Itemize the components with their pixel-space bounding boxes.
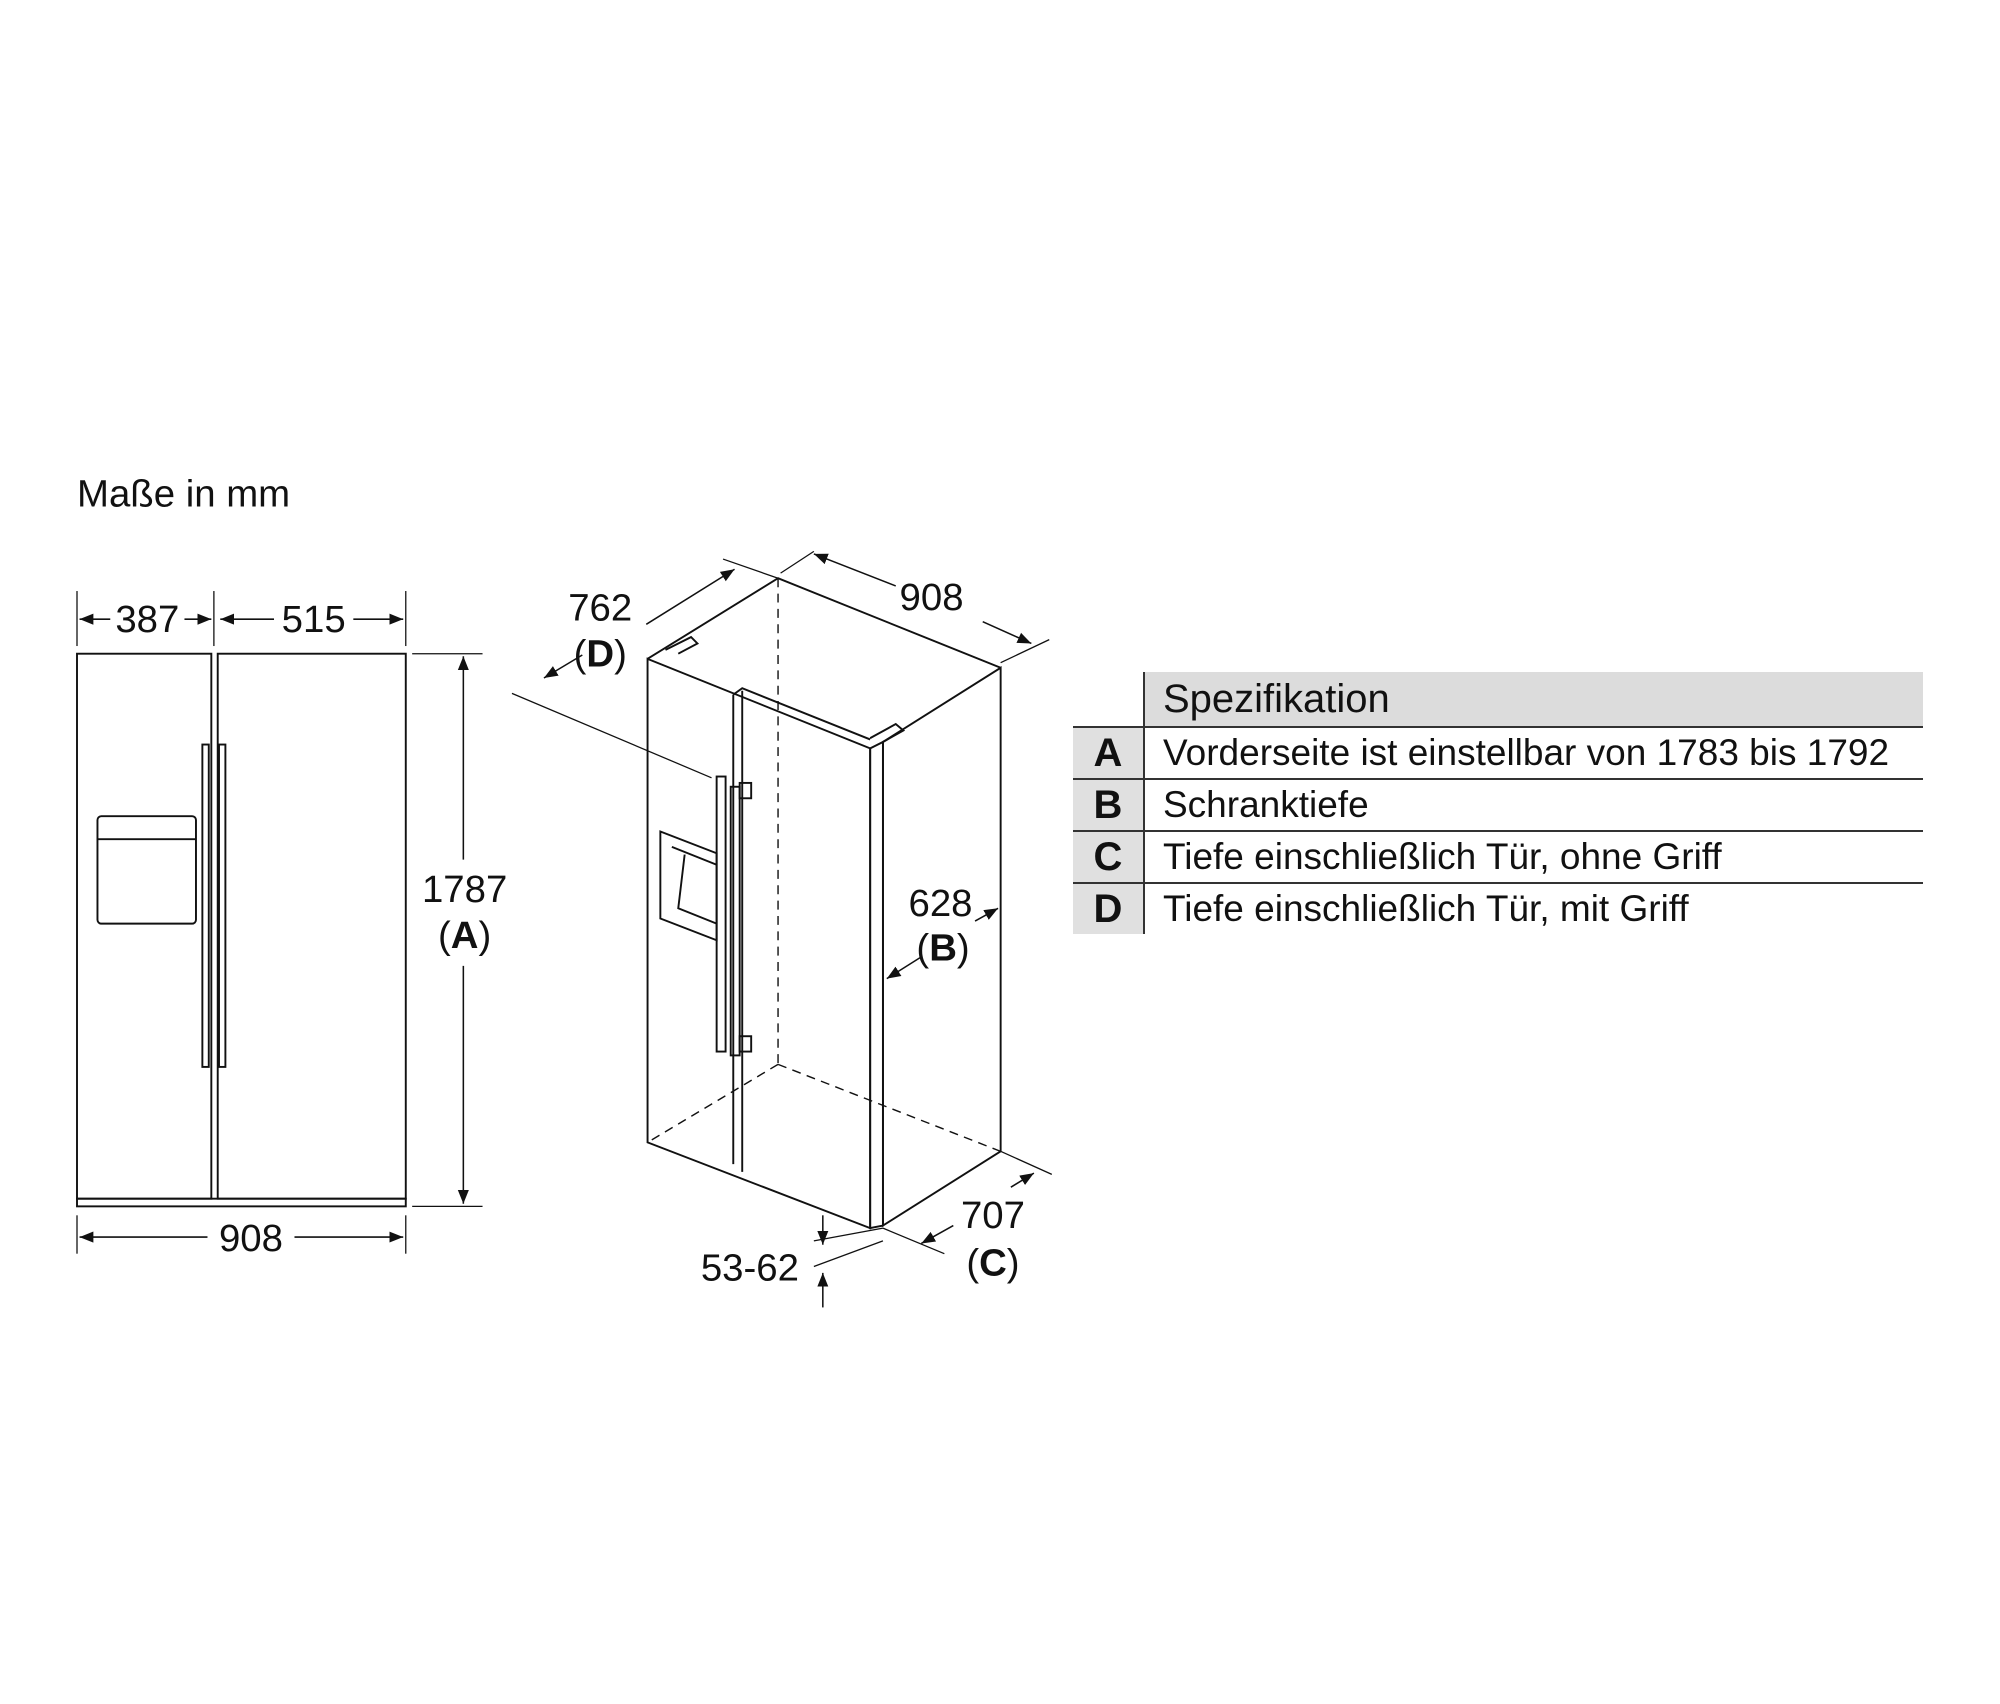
dim-right-door-width: 515 — [282, 598, 346, 641]
front-face — [646, 657, 872, 1230]
front-view — [76, 591, 483, 1254]
label-a: A — [451, 914, 479, 957]
right-door — [216, 652, 407, 1200]
left-door — [76, 652, 213, 1200]
dim-depth-without-handle: 707 — [961, 1194, 1025, 1237]
spec-table: Spezifikation A Vorderseite ist einstell… — [1073, 672, 1923, 934]
spec-text: Vorderseite ist einstellbar von 1783 bis… — [1144, 726, 1923, 779]
iso-view — [511, 550, 1053, 1308]
dim-depth-with-handle-label: (D) — [574, 633, 627, 676]
spec-key: D — [1073, 882, 1145, 934]
spec-text: Schranktiefe — [1144, 778, 1923, 831]
spec-text: Tiefe einschließlich Tür, mit Griff — [1144, 882, 1923, 934]
spec-header-row: Spezifikation — [1073, 672, 1923, 727]
dim-foot-adjust: 53-62 — [701, 1247, 799, 1290]
label-c: C — [979, 1241, 1007, 1284]
dim-height-label: (A) — [438, 914, 491, 957]
spec-row: D Tiefe einschließlich Tür, mit Griff — [1073, 882, 1923, 934]
spec-row: C Tiefe einschließlich Tür, ohne Griff — [1073, 830, 1923, 883]
label-d: D — [586, 633, 614, 676]
spec-header-blank — [1073, 672, 1145, 727]
dim-depth-with-handle: 762 — [568, 586, 632, 629]
spec-header: Spezifikation — [1144, 672, 1923, 727]
dim-total-width: 908 — [219, 1217, 283, 1260]
label-b: B — [929, 927, 957, 970]
spec-key: A — [1073, 726, 1145, 779]
dim-depth-without-handle-label: (C) — [966, 1241, 1019, 1284]
spec-row: A Vorderseite ist einstellbar von 1783 b… — [1073, 726, 1923, 779]
door-side — [869, 740, 884, 1230]
plinth — [76, 1197, 407, 1208]
page-title: Maße in mm — [77, 473, 290, 516]
right-handle — [218, 743, 227, 1068]
spec-text: Tiefe einschließlich Tür, ohne Griff — [1144, 830, 1923, 883]
spec-key: B — [1073, 778, 1145, 831]
dim-iso-width: 908 — [900, 576, 964, 619]
dim-cabinet-depth-label: (B) — [916, 927, 969, 970]
spec-key: C — [1073, 830, 1145, 883]
spec-row: B Schranktiefe — [1073, 778, 1923, 831]
dispenser — [96, 815, 197, 925]
dim-cabinet-depth: 628 — [909, 882, 973, 925]
left-handle — [201, 743, 210, 1068]
dim-left-door-width: 387 — [115, 598, 179, 641]
dim-height: 1787 — [422, 868, 507, 911]
